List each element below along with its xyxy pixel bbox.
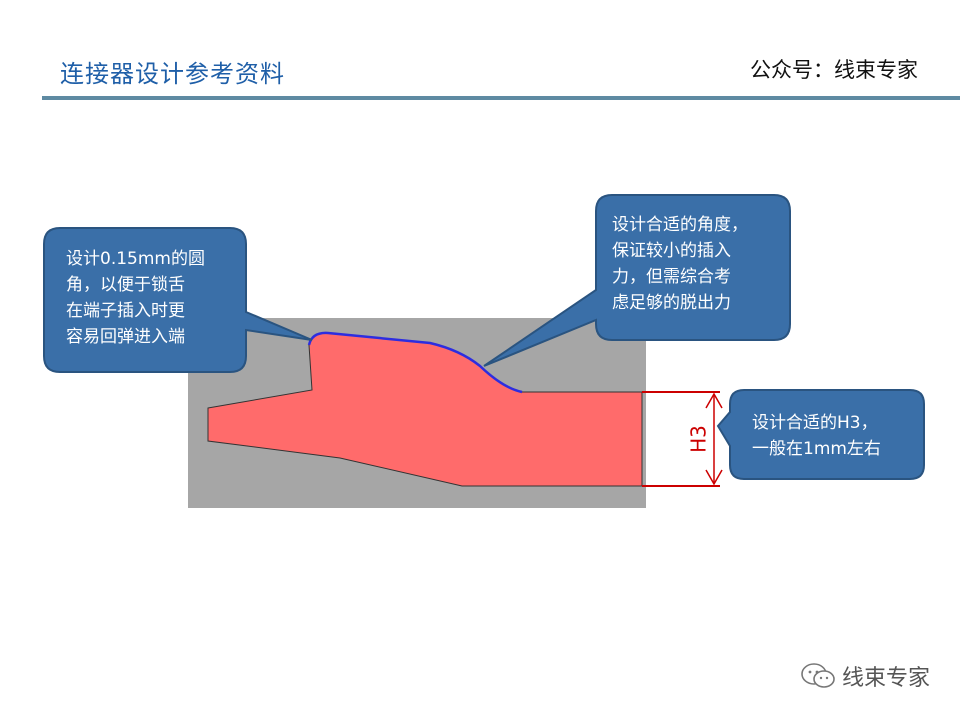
dimension-arrowhead-top	[705, 392, 723, 409]
header-divider	[42, 96, 960, 100]
dimension-label: H3	[687, 425, 711, 453]
dimension-arrowhead-bottom	[705, 469, 723, 486]
callout-right-bubble	[716, 389, 925, 480]
wechat-icon	[801, 663, 835, 688]
callout-top-right-text: 设计合适的角度， 保证较小的插入 力，但需综合考 虑足够的脱出力	[612, 215, 748, 313]
watermark-text: 线束专家	[841, 666, 930, 691]
latch-fillet-edge	[307, 331, 523, 394]
page-title: 连接器设计参考资料	[60, 60, 285, 88]
callout-top-right-bubble	[483, 194, 791, 367]
callout-right-text: 设计合适的H3， 一般在1mm左右	[752, 413, 881, 459]
publisher-label: 公众号：线束专家	[750, 58, 918, 82]
callout-left-text: 设计0.15mm的圆 角，以便于锁舌 在端子插入时更 容易回弹进入端	[66, 249, 205, 347]
callout-left-bubble	[43, 227, 313, 373]
watermark: 线束专家	[800, 660, 930, 692]
